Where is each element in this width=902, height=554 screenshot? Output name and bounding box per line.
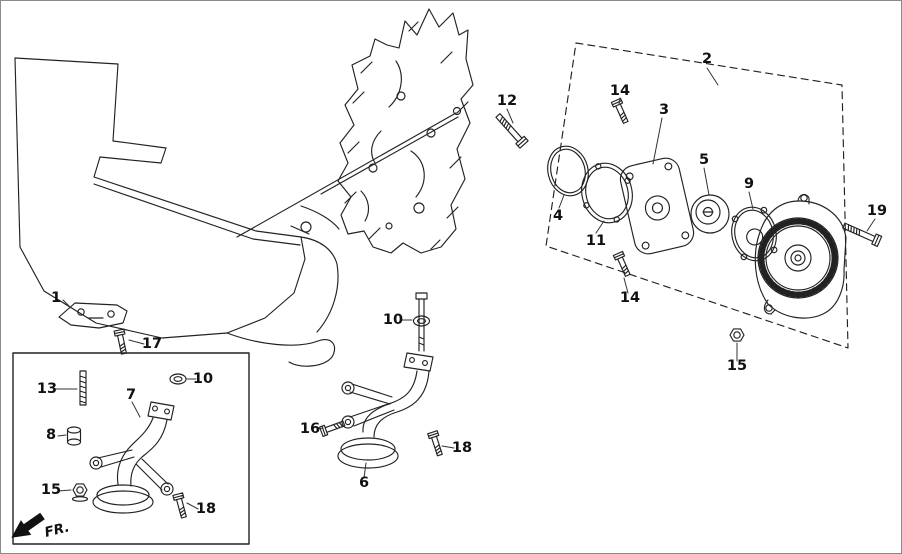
callout-18-inset: 18 <box>196 501 216 517</box>
callout-1: 1 <box>51 290 61 306</box>
fr-direction-arrow <box>11 512 45 538</box>
callout-15-pump: 15 <box>727 358 747 374</box>
bolt-19 <box>841 219 883 248</box>
callout-3: 3 <box>659 102 669 118</box>
oil-strainer-6 <box>337 292 434 469</box>
callout-12: 12 <box>497 93 517 109</box>
pump-plate-3 <box>619 157 695 255</box>
bolt-14-upper <box>610 97 631 125</box>
block-hatching <box>344 21 469 250</box>
rotor-set-5 <box>690 194 730 234</box>
callout-2: 2 <box>702 51 712 67</box>
pump-housing-gear <box>754 193 847 319</box>
exploded-view-box <box>545 42 849 349</box>
callout-14-upper: 14 <box>610 83 630 99</box>
callout-labels: 1 2 3 4 5 6 7 8 9 10 10 11 12 13 14 14 1… <box>37 51 887 541</box>
baffle-plate-1 <box>58 302 128 329</box>
bolt-14-lower <box>612 250 633 278</box>
grommet-10-strainer <box>412 315 431 327</box>
nut-15-pump <box>729 328 745 342</box>
o-ring-4 <box>547 145 589 197</box>
leader-lines <box>54 67 876 510</box>
callout-16: 16 <box>300 421 320 437</box>
engine-block <box>290 8 474 254</box>
callout-10-inset: 10 <box>193 371 213 387</box>
callout-7: 7 <box>126 387 136 403</box>
callout-11: 11 <box>586 233 606 249</box>
callout-19: 19 <box>867 203 887 219</box>
callout-13: 13 <box>37 381 57 397</box>
bolt-18-strainer <box>427 430 446 458</box>
fr-arrow-icon <box>11 512 45 538</box>
callout-10-strainer: 10 <box>383 312 403 328</box>
callout-4: 4 <box>553 208 563 224</box>
callout-15-inset: 15 <box>41 482 61 498</box>
inset-detail-box <box>12 352 250 545</box>
grommet-10-inset <box>169 373 187 385</box>
bolt-18-inset <box>172 492 190 520</box>
callout-5: 5 <box>699 152 709 168</box>
collar-8 <box>66 426 82 446</box>
callout-6: 6 <box>359 475 369 491</box>
callout-18-strainer: 18 <box>452 440 472 456</box>
fr-label: FR. <box>43 519 71 541</box>
dipstick-rod <box>236 106 462 238</box>
oil-pan-outline <box>14 57 339 367</box>
stud-13 <box>79 370 87 406</box>
callout-17: 17 <box>142 336 162 352</box>
callout-14-lower: 14 <box>620 290 640 306</box>
nut-15-inset <box>71 483 89 502</box>
callout-9: 9 <box>744 176 754 192</box>
bolt-16 <box>319 418 347 437</box>
oil-strainer-7 <box>89 401 175 514</box>
callout-8: 8 <box>46 427 56 443</box>
bolt-17 <box>113 328 130 356</box>
strainer-mount-bolt <box>415 292 428 352</box>
